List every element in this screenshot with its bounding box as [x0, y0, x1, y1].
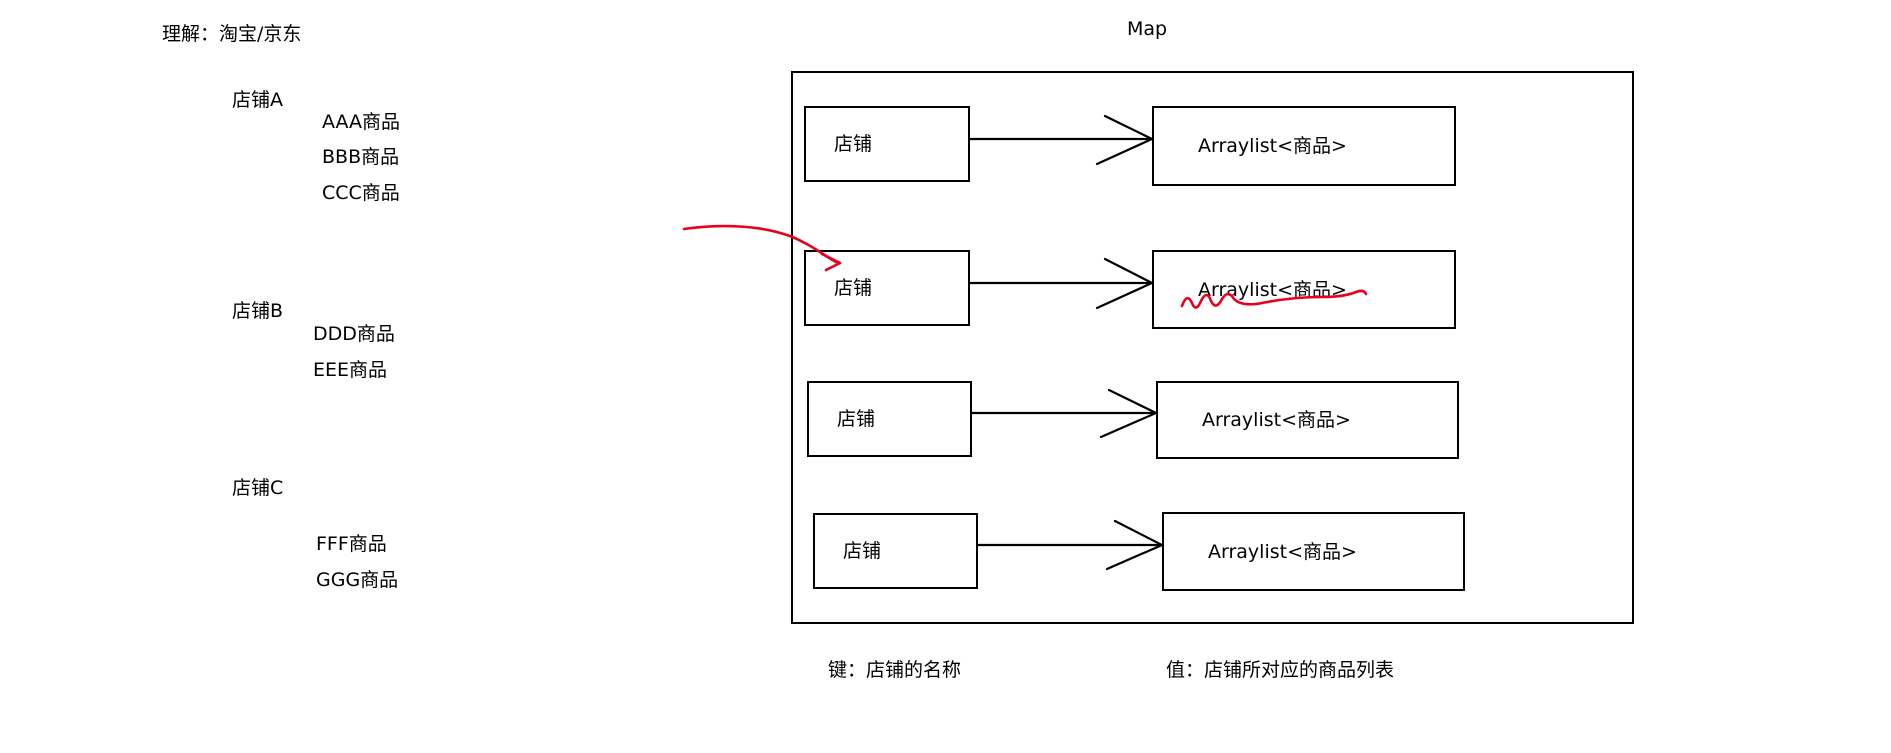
- store-a-item: CCC商品: [322, 182, 400, 204]
- store-c-name: 店铺C: [232, 477, 284, 499]
- map-title: Map: [1127, 18, 1168, 40]
- key-note: 键：店铺的名称: [828, 659, 962, 681]
- map-frame: [791, 71, 1634, 624]
- map-key-box: 店铺: [813, 513, 978, 589]
- store-b-item: EEE商品: [313, 359, 388, 381]
- map-key-box: 店铺: [807, 381, 972, 457]
- map-value-label: Arraylist<商品>: [1202, 409, 1351, 431]
- store-a-item: BBB商品: [322, 146, 400, 168]
- map-key-box: 店铺: [804, 250, 970, 326]
- store-c-item: FFF商品: [316, 533, 387, 555]
- map-key-label: 店铺: [843, 540, 882, 562]
- store-b-name: 店铺B: [232, 300, 284, 322]
- map-value-label: Arraylist<商品>: [1208, 540, 1357, 563]
- map-value-label: Arraylist<商品>: [1198, 278, 1347, 301]
- map-value-box: Arraylist<商品>: [1156, 381, 1459, 459]
- map-value-box: Arraylist<商品>: [1152, 250, 1456, 329]
- map-key-label: 店铺: [834, 133, 873, 155]
- header-text: 理解：淘宝/京东: [162, 23, 302, 45]
- store-c-item: GGG商品: [316, 569, 399, 591]
- map-value-box: Arraylist<商品>: [1162, 512, 1465, 591]
- value-note: 值：店铺所对应的商品列表: [1166, 659, 1395, 681]
- map-value-label: Arraylist<商品>: [1198, 135, 1347, 157]
- map-key-label: 店铺: [834, 277, 873, 299]
- store-a-item: AAA商品: [322, 111, 401, 133]
- store-b-item: DDD商品: [313, 323, 395, 345]
- map-key-box: 店铺: [804, 106, 970, 182]
- map-value-box: Arraylist<商品>: [1152, 106, 1456, 186]
- map-key-label: 店铺: [837, 408, 876, 430]
- store-a-name: 店铺A: [232, 89, 283, 111]
